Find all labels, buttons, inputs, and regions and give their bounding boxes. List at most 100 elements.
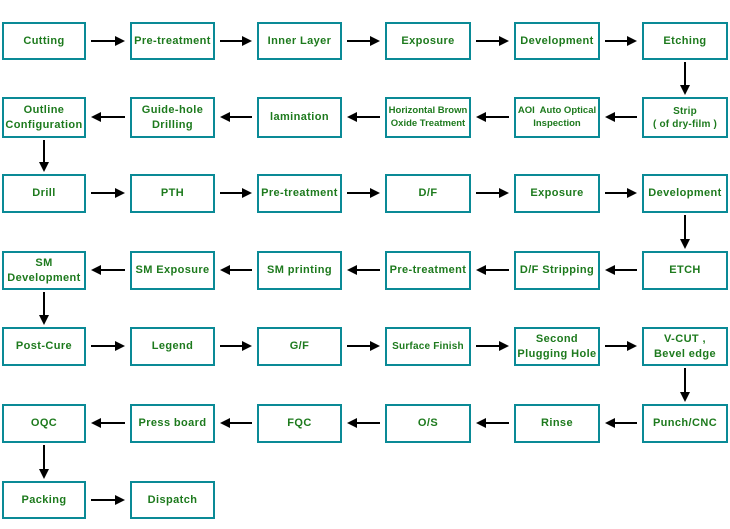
flow-step-label: OQC [30, 417, 58, 430]
arrow-left-icon [605, 112, 637, 122]
flow-step-label: Horizontal Brown Oxide Treatment [388, 105, 468, 129]
arrow-down-icon [39, 292, 49, 325]
arrow-left-icon [347, 265, 380, 275]
arrow-right-icon [91, 188, 125, 198]
flow-step-label: Rinse [541, 417, 573, 430]
flow-step-exposure-2: Exposure [514, 174, 600, 213]
flow-step-label: G/F [289, 340, 310, 353]
arrow-right-icon [220, 36, 252, 46]
arrow-left-icon [91, 265, 125, 275]
flow-step-label: Outline Configuration [5, 104, 83, 131]
flow-step-label: Inner Layer [267, 34, 332, 47]
arrow-right-icon [476, 188, 509, 198]
flow-step-label: PTH [160, 187, 185, 200]
arrow-down-icon [680, 62, 690, 95]
arrow-right-icon [605, 36, 637, 46]
arrow-left-icon [476, 265, 509, 275]
arrow-left-icon [347, 418, 380, 428]
flow-step-legend: Legend [130, 327, 215, 366]
arrow-right-icon [91, 495, 125, 505]
flow-step-outline-configuration: Outline Configuration [2, 97, 86, 138]
flow-step-label: Press board [138, 417, 207, 430]
flow-step-sm-development: SM Development [2, 251, 86, 290]
flow-step-label: Drill [32, 187, 56, 200]
arrow-left-icon [220, 265, 252, 275]
flow-step-development-2: Development [642, 174, 728, 213]
arrow-down-icon [39, 445, 49, 479]
flow-step-aoi-auto-optical-inspection: AOI Auto Optical Inspection [514, 97, 600, 138]
arrow-right-icon [605, 341, 637, 351]
flow-step-label: Pre-treatment [389, 264, 467, 277]
flow-step-label: Strip ( of dry-film ) [652, 105, 718, 130]
flow-step-sm-printing: SM printing [257, 251, 342, 290]
flow-step-label: Etching [663, 34, 707, 47]
flow-step-label: Packing [21, 493, 67, 506]
flow-step-label: AOI Auto Optical Inspection [517, 105, 597, 129]
flow-step-etching: Etching [642, 22, 728, 60]
flow-step-d-f: D/F [385, 174, 471, 213]
flow-step-inner-layer: Inner Layer [257, 22, 342, 60]
flow-step-fqc: FQC [257, 404, 342, 443]
arrow-left-icon [220, 418, 252, 428]
arrow-left-icon [476, 112, 509, 122]
flow-step-label: Cutting [23, 34, 65, 47]
flow-step-pre-treatment-3: Pre-treatment [385, 251, 471, 290]
flow-step-strip-of-dry-film: Strip ( of dry-film ) [642, 97, 728, 138]
flow-step-sm-exposure: SM Exposure [130, 251, 215, 290]
arrow-left-icon [347, 112, 380, 122]
flow-step-label: Pre-treatment [134, 34, 211, 47]
flow-step-label: SM printing [267, 264, 332, 277]
arrow-down-icon [39, 140, 49, 172]
flow-step-etch: ETCH [642, 251, 728, 290]
arrow-right-icon [476, 36, 509, 46]
flow-step-label: O/S [417, 417, 439, 430]
arrow-down-icon [680, 215, 690, 249]
arrow-right-icon [347, 188, 380, 198]
arrow-right-icon [347, 341, 380, 351]
flow-step-label: ETCH [669, 264, 701, 277]
flow-step-label: lamination [269, 111, 329, 124]
flow-step-label: Second Plugging Hole [517, 333, 597, 360]
flow-step-label: D/F Stripping [519, 264, 595, 277]
flow-step-guide-hole-drilling: Guide-hole Drilling [130, 97, 215, 138]
flow-step-punch-cnc: Punch/CNC [642, 404, 728, 443]
flow-step-development-1: Development [514, 22, 600, 60]
flow-step-label: SM Development [7, 257, 81, 284]
flow-step-lamination: lamination [257, 97, 342, 138]
flow-step-horizontal-brown-oxide-treatment: Horizontal Brown Oxide Treatment [385, 97, 471, 138]
arrow-left-icon [220, 112, 252, 122]
flow-step-packing: Packing [2, 481, 86, 519]
flow-step-label: Dispatch [147, 493, 198, 506]
flow-step-v-cut-bevel-edge: V-CUT , Bevel edge [642, 327, 728, 366]
flow-step-label: D/F [418, 187, 438, 200]
flow-step-label: Surface Finish [392, 341, 464, 352]
flow-step-surface-finish: Surface Finish [385, 327, 471, 366]
arrow-left-icon [91, 418, 125, 428]
flow-step-pre-treatment-2: Pre-treatment [257, 174, 342, 213]
flow-step-g-f: G/F [257, 327, 342, 366]
arrow-left-icon [91, 112, 125, 122]
arrow-left-icon [605, 265, 637, 275]
flow-step-label: Pre-treatment [261, 187, 338, 200]
flow-step-label: FQC [287, 417, 312, 430]
flow-step-label: Legend [151, 340, 194, 353]
flow-step-exposure-1: Exposure [385, 22, 471, 60]
flow-step-post-cure: Post-Cure [2, 327, 86, 366]
flow-step-cutting: Cutting [2, 22, 86, 60]
flow-step-label: Post-Cure [15, 340, 73, 353]
arrow-left-icon [605, 418, 637, 428]
flow-step-label: Development [520, 34, 594, 47]
flow-step-label: Guide-hole Drilling [141, 104, 204, 131]
arrow-left-icon [476, 418, 509, 428]
arrow-right-icon [220, 188, 252, 198]
flow-step-oqc: OQC [2, 404, 86, 443]
flow-step-label: V-CUT , Bevel edge [653, 333, 717, 360]
flow-step-label: SM Exposure [135, 264, 210, 277]
arrow-right-icon [347, 36, 380, 46]
flow-step-o-s: O/S [385, 404, 471, 443]
flow-step-label: Exposure [530, 187, 584, 200]
flow-step-label: Development [648, 187, 722, 200]
arrow-right-icon [605, 188, 637, 198]
flow-step-drill: Drill [2, 174, 86, 213]
